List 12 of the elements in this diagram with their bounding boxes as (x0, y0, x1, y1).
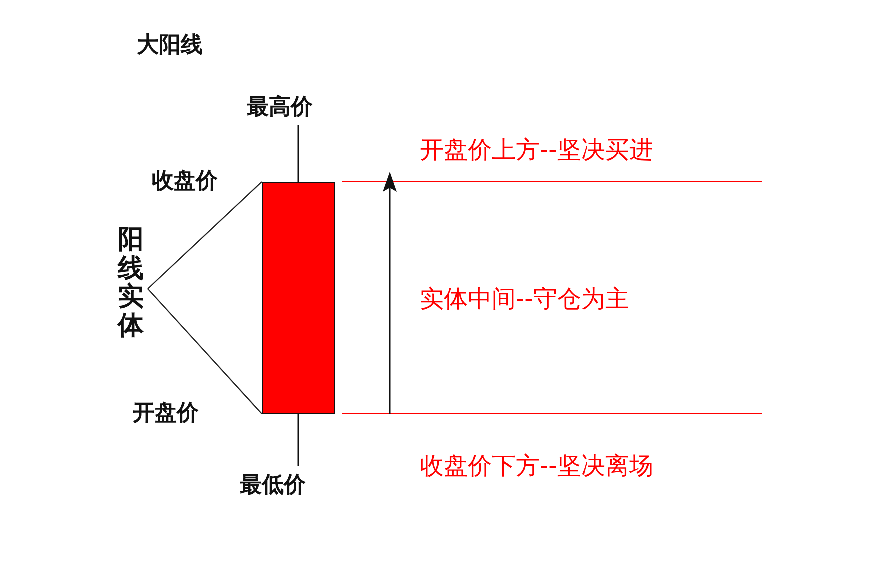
candle-body (262, 182, 335, 414)
price-label: 最高价 (247, 94, 313, 122)
strategy-note: 开盘价上方--坚决买进 (420, 135, 654, 166)
price-label: 大阳线 (137, 32, 203, 60)
price-label: 收盘价 (152, 168, 218, 196)
leader-line (148, 182, 262, 290)
price-label: 最低价 (240, 472, 306, 500)
body-label: 阳线实体 (118, 226, 144, 340)
strategy-note: 收盘价下方--坚决离场 (420, 451, 654, 482)
leader-line (148, 288, 262, 414)
price-label: 开盘价 (133, 400, 199, 428)
strategy-note: 实体中间--守仓为主 (420, 284, 630, 315)
